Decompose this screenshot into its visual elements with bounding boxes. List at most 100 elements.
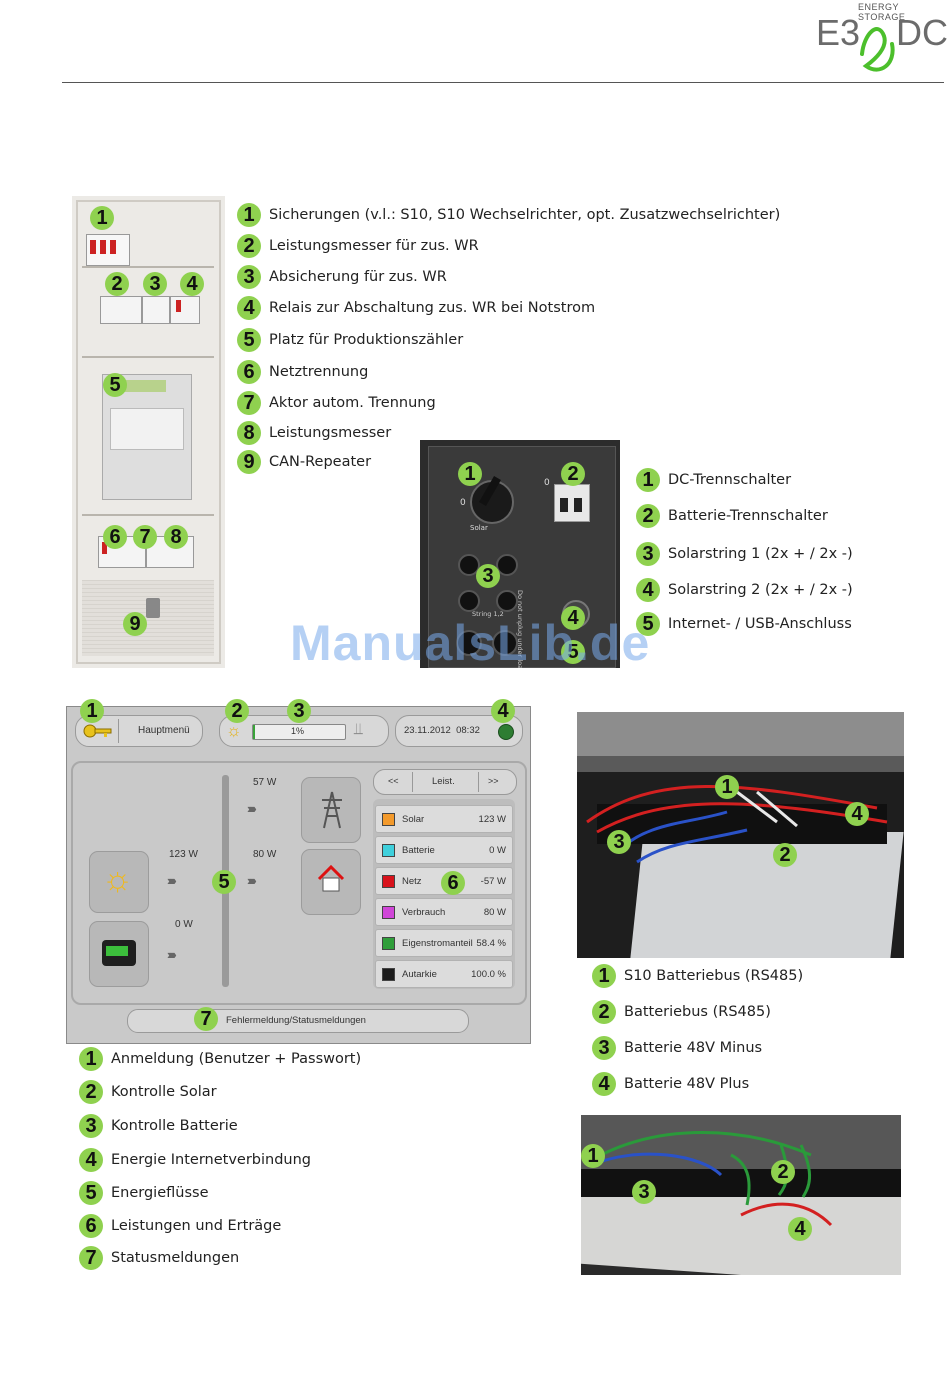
legend-text: Anmeldung (Benutzer + Passwort) — [111, 1051, 362, 1067]
datetime-status[interactable]: 23.11.2012 08:32 — [395, 715, 523, 747]
battery2-badge-1: 1 — [581, 1144, 605, 1168]
sun-icon: ☼ — [102, 860, 134, 898]
panel-string-label: String 1,2 — [472, 610, 504, 618]
cabinet-badge-1: 1 — [90, 206, 114, 230]
hmi-badge-5: 5 — [212, 870, 236, 894]
legend-row: 4 Energie Internetverbindung — [79, 1148, 311, 1172]
legend-badge: 1 — [636, 468, 660, 492]
legend-text: Platz für Produktionszähler — [269, 332, 464, 348]
color-swatch — [382, 874, 395, 888]
logo-right-text: DC — [896, 12, 948, 53]
status-bar[interactable]: Fehlermeldung/Statusmeldungen — [127, 1009, 469, 1033]
legend-text: Batterie 48V Minus — [624, 1040, 763, 1056]
hmi-badge-2: 2 — [225, 699, 249, 723]
flow-grid-value: 57 W — [253, 777, 277, 788]
value-label: Autarkie — [402, 968, 437, 980]
legend-badge: 2 — [79, 1080, 103, 1104]
hmi-badge-6: 6 — [441, 871, 465, 895]
legend-badge: 3 — [592, 1036, 616, 1060]
legend-badge: 5 — [237, 328, 261, 352]
value-amount: 80 W — [483, 906, 506, 918]
legend-text: Energieflüsse — [111, 1185, 209, 1201]
cabinet-badge-8: 8 — [164, 525, 188, 549]
flow-solar-value: 123 W — [169, 849, 198, 860]
legend-text: Leistungsmesser — [269, 425, 392, 441]
battery-photo-1 — [577, 712, 904, 958]
color-swatch — [382, 905, 395, 919]
battery2-badge-2: 2 — [771, 1160, 795, 1184]
legend-badge: 8 — [237, 421, 261, 445]
house-tile[interactable] — [301, 849, 361, 915]
color-swatch — [382, 967, 395, 981]
legend-badge: 1 — [592, 964, 616, 988]
legend-text: Batterie-Trennschalter — [668, 508, 828, 524]
nav-label: Leist. — [432, 776, 455, 787]
flow-battery-value: 0 W — [175, 919, 193, 930]
battery-level: 1% — [252, 724, 346, 740]
flow-arrows-grid: ››››› — [247, 801, 257, 816]
legend-badge: 2 — [592, 1000, 616, 1024]
legend-text: Batterie 48V Plus — [624, 1076, 750, 1092]
logo-left-text: E3 — [816, 12, 861, 53]
value-amount: -57 W — [480, 875, 506, 887]
hmi-badge-3: 3 — [287, 699, 311, 723]
legend-row: 1 S10 Batteriebus (RS485) — [592, 964, 803, 988]
value-label: Verbrauch — [402, 906, 446, 918]
main-menu-label: Hauptmenü — [138, 725, 190, 736]
sun-small-icon: ☼ — [226, 721, 242, 740]
legend-row: 5 Platz für Produktionszähler — [237, 328, 463, 352]
panel-badge-1: 1 — [458, 462, 482, 486]
flow-arrows-battery: ››››› — [167, 947, 177, 962]
brand-logo: ENERGY STORAGE E3 DC — [812, 2, 948, 76]
battery-tile[interactable] — [89, 921, 149, 987]
legend-badge: 5 — [79, 1181, 103, 1205]
panel-badge-3: 3 — [476, 564, 500, 588]
legend-badge: 3 — [79, 1114, 103, 1138]
battery-icon — [102, 940, 136, 966]
battery-photo-2 — [581, 1115, 901, 1275]
cabinet-badge-5: 5 — [103, 373, 127, 397]
legend-text: Statusmeldungen — [111, 1250, 240, 1266]
legend-badge: 4 — [636, 578, 660, 602]
cabinet-badge-6: 6 — [103, 525, 127, 549]
main-area — [71, 761, 527, 1005]
flow-house-value: 80 W — [253, 849, 277, 860]
header-rule — [62, 82, 944, 83]
legend-badge: 3 — [237, 265, 261, 289]
grid-tile[interactable] — [301, 777, 361, 843]
flow-arrows-solar: ››››› — [167, 873, 177, 888]
nav-prev-button[interactable]: << — [388, 776, 399, 786]
status-text: Fehlermeldung/Statusmeldungen — [226, 1015, 366, 1026]
cabinet-badge-7: 7 — [133, 525, 157, 549]
legend-text: S10 Batteriebus (RS485) — [624, 968, 804, 984]
legend-row: 3 Batterie 48V Minus — [592, 1036, 762, 1060]
flow-arrows-house: ››››› — [247, 873, 257, 888]
legend-text: Energie Internetverbindung — [111, 1152, 311, 1168]
nav-next-button[interactable]: >> — [488, 776, 499, 786]
legend-text: DC-Trennschalter — [668, 472, 792, 488]
value-label: Solar — [402, 813, 425, 825]
value-label: Batterie — [402, 844, 435, 856]
house-icon — [316, 864, 346, 897]
battery-percent: 1% — [291, 726, 305, 736]
cabinet-badge-9: 9 — [123, 612, 147, 636]
legend-badge: 4 — [79, 1148, 103, 1172]
value-amount: 100.0 % — [471, 968, 506, 980]
battery1-badge-2: 2 — [773, 843, 797, 867]
datetime-text: 23.11.2012 08:32 — [404, 725, 480, 736]
legend-badge: 6 — [79, 1214, 103, 1238]
legend-text: Absicherung für zus. WR — [269, 269, 447, 285]
value-amount: 58.4 % — [476, 937, 506, 949]
solar-tile[interactable]: ☼ — [89, 851, 149, 913]
legend-badge: 6 — [237, 360, 261, 384]
